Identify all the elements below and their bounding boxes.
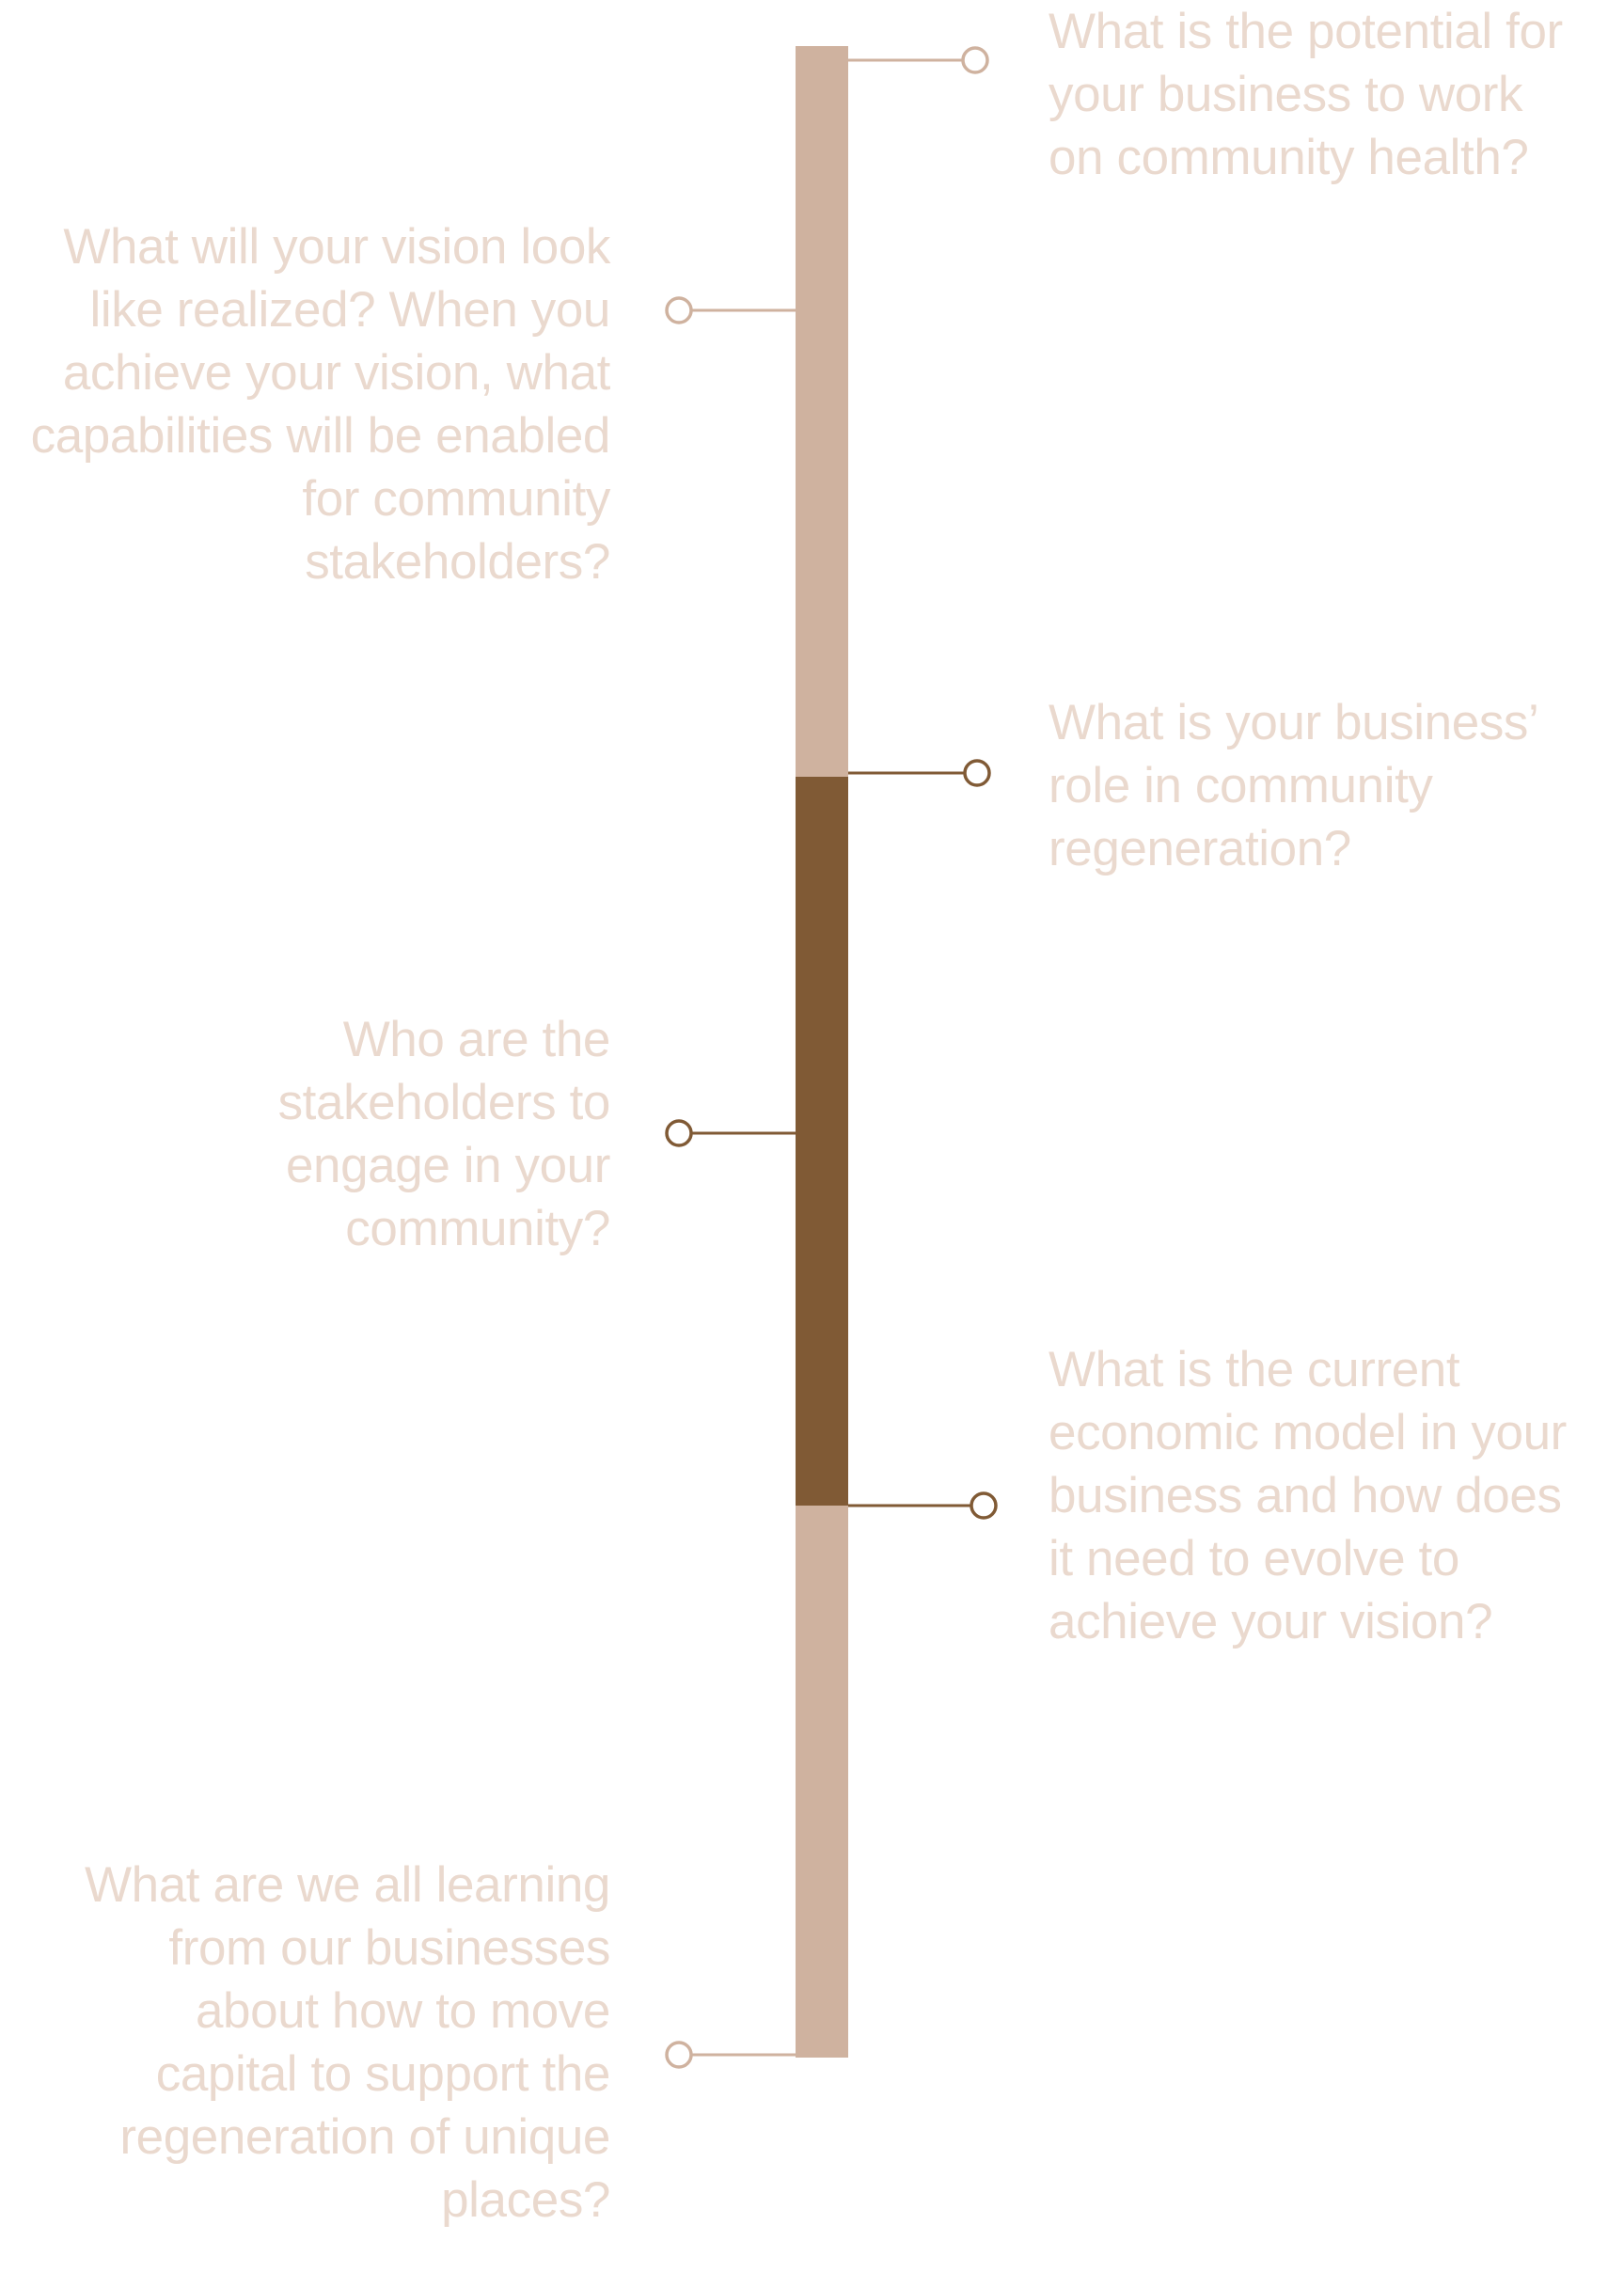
connector-node-4 bbox=[665, 1119, 693, 1147]
timeline-bar-middle-segment bbox=[796, 777, 848, 1506]
connector-4 bbox=[665, 1119, 796, 1147]
connector-5 bbox=[848, 1491, 998, 1520]
connector-1 bbox=[848, 46, 989, 74]
connector-node-2 bbox=[665, 296, 693, 324]
connector-node-6 bbox=[665, 2041, 693, 2069]
timeline-bar-bottom-segment bbox=[796, 1506, 848, 2058]
timeline-bar-top-segment bbox=[796, 46, 848, 777]
connector-3 bbox=[848, 759, 991, 787]
connector-6 bbox=[665, 2041, 796, 2069]
connector-node-1 bbox=[961, 46, 989, 74]
connector-2 bbox=[665, 296, 796, 324]
connector-node-3 bbox=[963, 759, 991, 787]
connector-node-5 bbox=[970, 1491, 998, 1520]
